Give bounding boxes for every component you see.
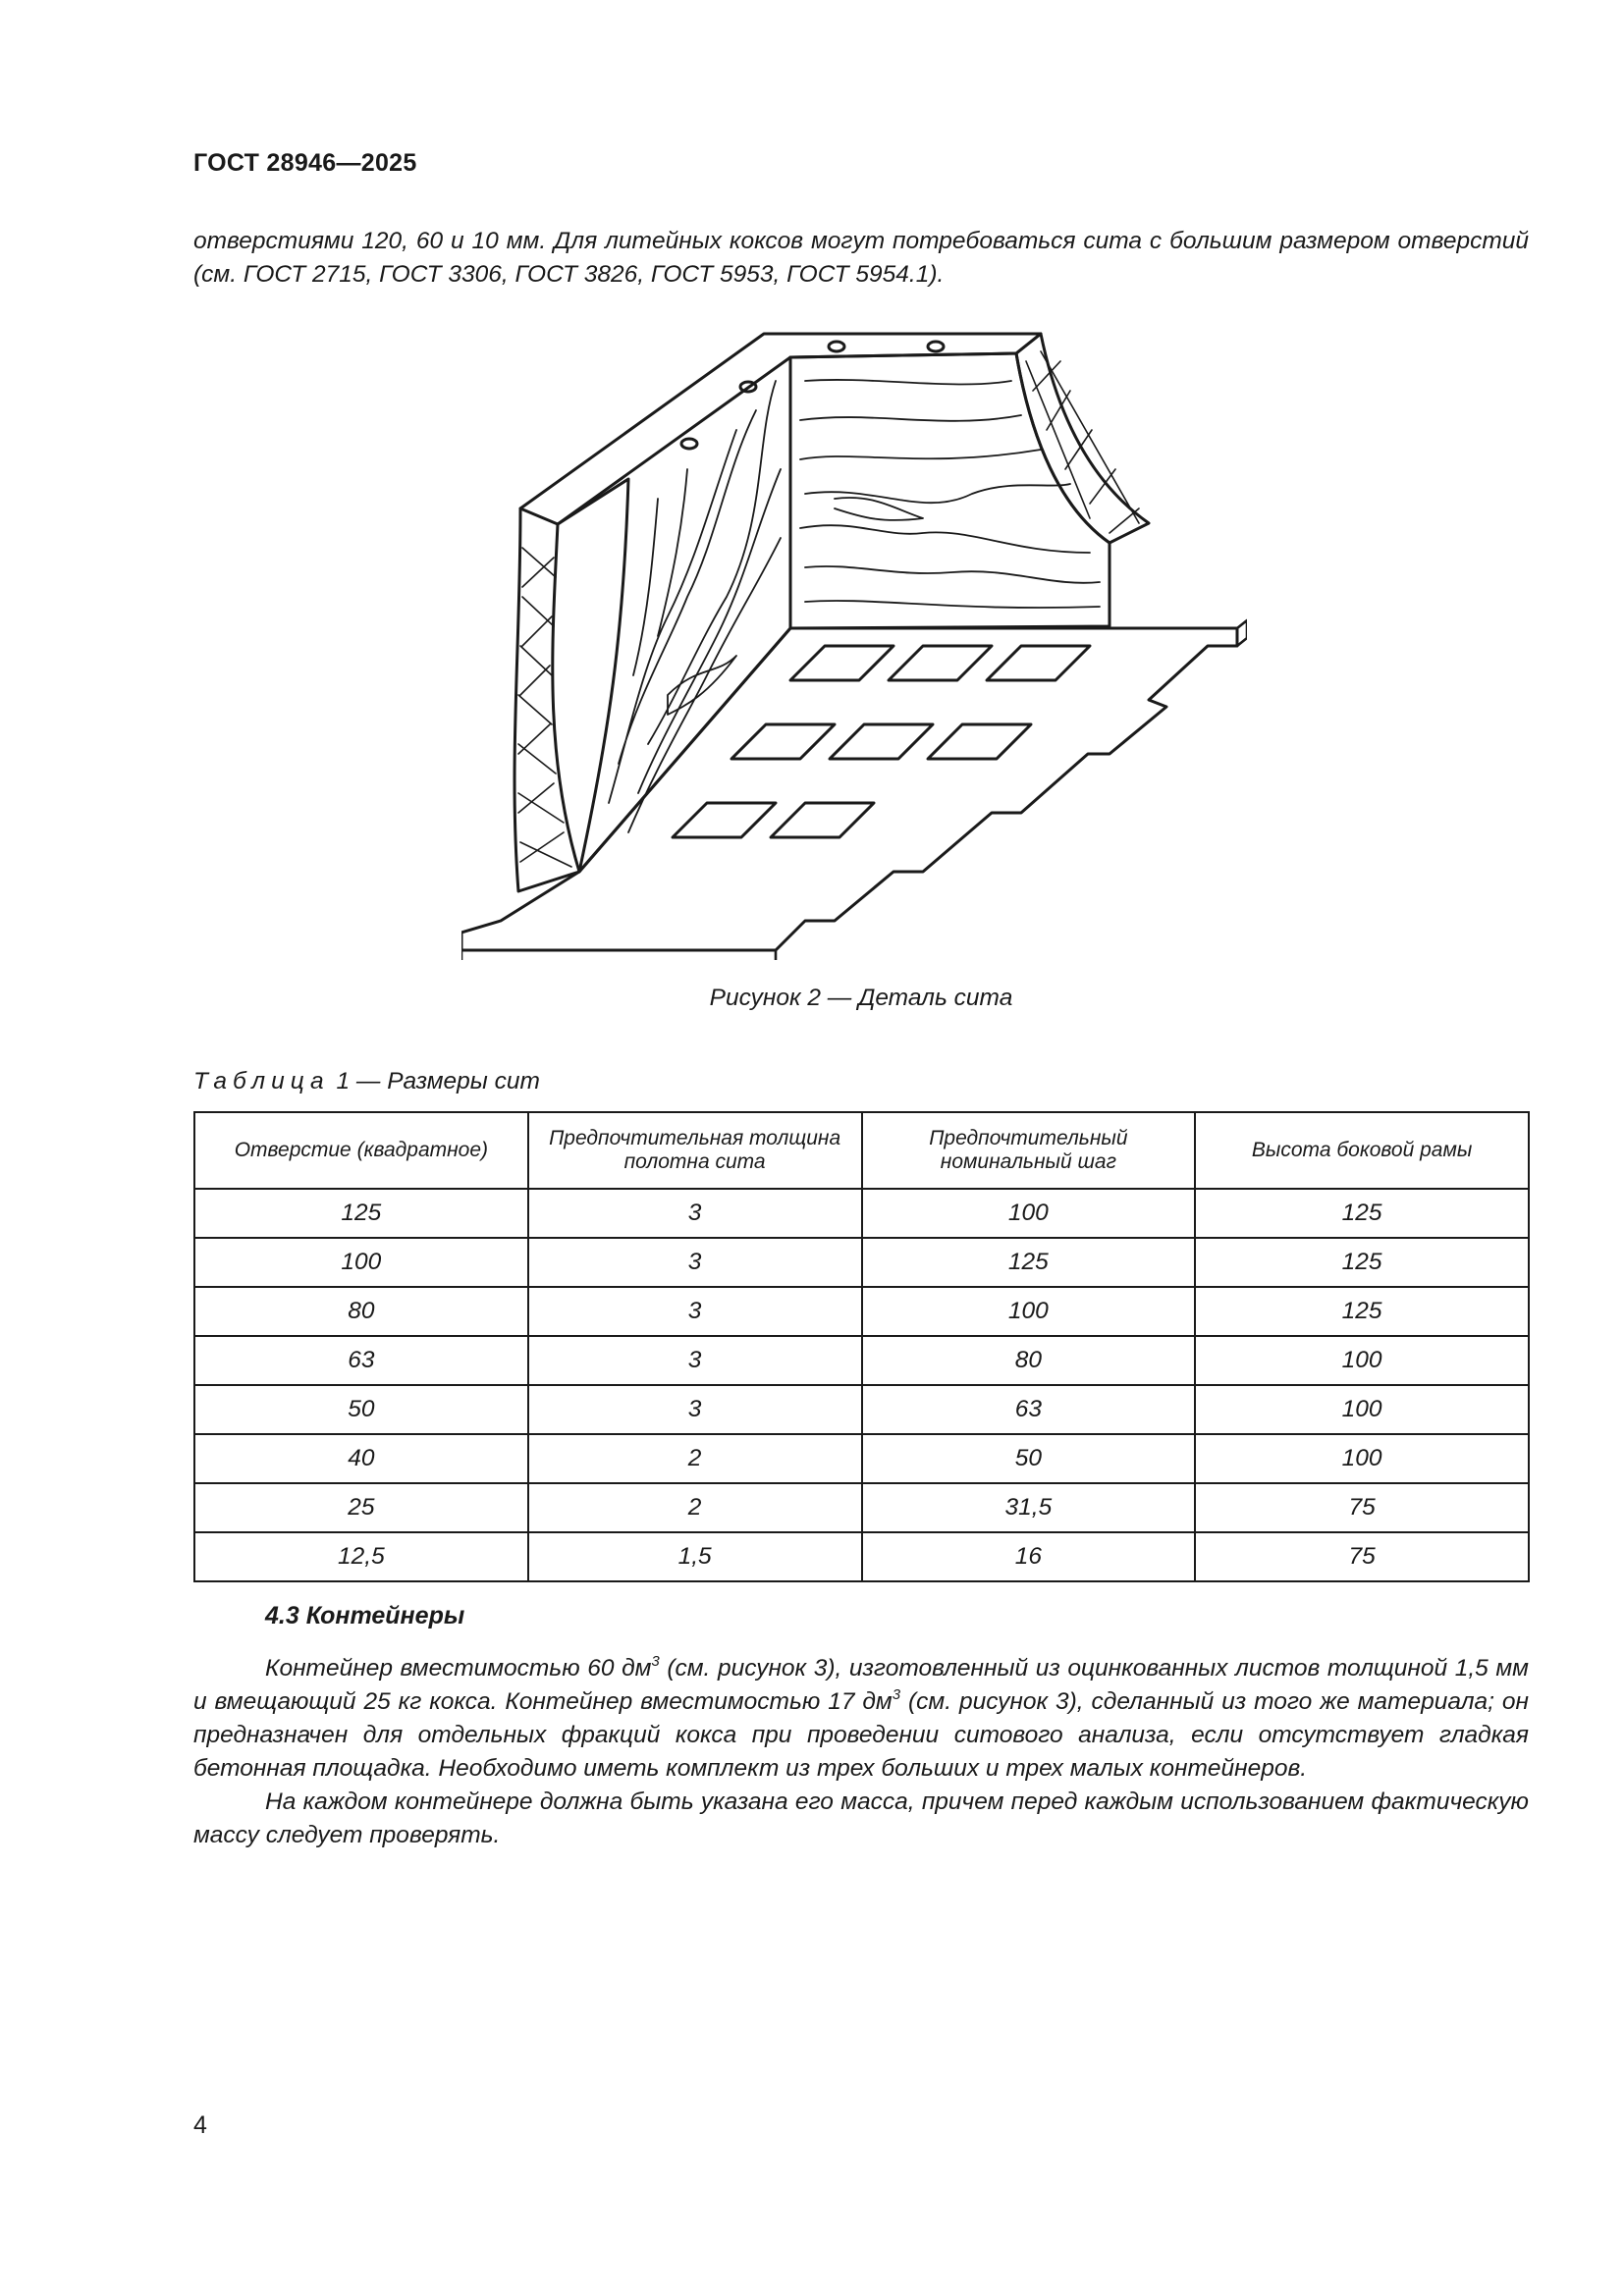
table-cell: 100 — [1194, 1433, 1530, 1484]
paragraph-text: Контейнер вместимостью 60 дм — [265, 1655, 652, 1682]
table-cell: 100 — [1194, 1335, 1530, 1386]
table-cell: 31,5 — [860, 1482, 1197, 1533]
sieve-detail-drawing — [460, 332, 1249, 970]
table-title-text: 1 — Размеры сит — [336, 1068, 540, 1095]
section-body: Контейнер вместимостью 60 дм3 (см. рисун… — [193, 1652, 1529, 1852]
table-cell: 3 — [526, 1188, 863, 1239]
table-cell: 100 — [860, 1286, 1197, 1337]
table-header-cell: Предпочтительная толщина полотна сита — [526, 1111, 863, 1190]
paragraph-text: (см. рисунок 3), сделанный из того же ма… — [193, 1688, 1529, 1782]
table-header-row: Отверстие (квадратное) Предпочтительная … — [193, 1111, 1530, 1190]
table-cell: 125 — [1194, 1286, 1530, 1337]
table-cell: 12,5 — [193, 1531, 529, 1582]
page-number: 4 — [193, 2111, 207, 2139]
table-cell: 50 — [860, 1433, 1197, 1484]
table-cell: 125 — [1194, 1188, 1530, 1239]
table-header-cell: Предпочтительный номинальный шаг — [860, 1111, 1197, 1190]
table-header-cell: Высота боковой рамы — [1194, 1111, 1530, 1190]
containers-paragraph: Контейнер вместимостью 60 дм3 (см. рисун… — [193, 1652, 1529, 1786]
table-cell: 100 — [1194, 1384, 1530, 1435]
paragraph-text: (см. рисунок 3), изготовленный из оцинко… — [193, 1655, 1529, 1715]
table-cell: 63 — [193, 1335, 529, 1386]
table-cell: 100 — [193, 1237, 529, 1288]
table-cell: 63 — [860, 1384, 1197, 1435]
table-cell: 75 — [1194, 1482, 1530, 1533]
table-cell: 3 — [526, 1335, 863, 1386]
table-cell: 16 — [860, 1531, 1197, 1582]
table-cell: 3 — [526, 1384, 863, 1435]
sieve-detail-figure — [460, 322, 1249, 970]
table-cell: 3 — [526, 1237, 863, 1288]
intro-paragraph: отверстиями 120, 60 и 10 мм. Для литейны… — [193, 228, 1529, 288]
table-cell: 25 — [193, 1482, 529, 1533]
table-cell: 125 — [1194, 1237, 1530, 1288]
superscript: 3 — [892, 1686, 901, 1703]
sieve-sizes-table: Отверстие (квадратное) Предпочтительная … — [193, 1111, 1530, 1582]
table-cell: 2 — [526, 1433, 863, 1484]
table-cell: 80 — [860, 1335, 1197, 1386]
table-cell: 125 — [860, 1237, 1197, 1288]
table-cell: 75 — [1194, 1531, 1530, 1582]
table-cell: 50 — [193, 1384, 529, 1435]
table-title-prefix: Таблица — [193, 1068, 330, 1095]
table-cell: 3 — [526, 1286, 863, 1337]
table-title: Таблица 1 — Размеры сит — [193, 1068, 540, 1095]
table-header-cell: Отверстие (квадратное) — [193, 1111, 529, 1190]
document-code: ГОСТ 28946—2025 — [193, 149, 417, 177]
table-cell: 1,5 — [526, 1531, 863, 1582]
table-cell: 40 — [193, 1433, 529, 1484]
table-cell: 125 — [193, 1188, 529, 1239]
mass-paragraph: На каждом контейнере должна быть указана… — [193, 1789, 1529, 1848]
table-cell: 80 — [193, 1286, 529, 1337]
section-heading: 4.3 Контейнеры — [265, 1602, 465, 1629]
table-cell: 2 — [526, 1482, 863, 1533]
superscript: 3 — [651, 1653, 660, 1670]
figure-caption: Рисунок 2 — Деталь сита — [709, 985, 1013, 1011]
table-cell: 100 — [860, 1188, 1197, 1239]
